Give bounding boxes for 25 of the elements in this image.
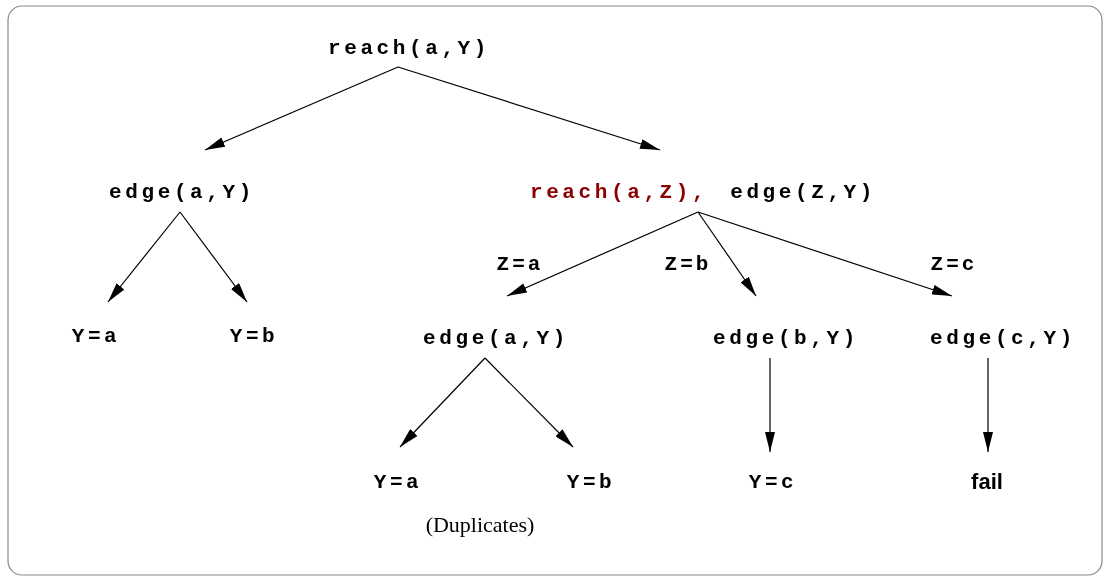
note-text: (Duplicates) [425, 512, 535, 538]
arrow [484, 357, 574, 448]
arrow [506, 211, 699, 297]
result-text: fail [971, 469, 1003, 495]
goal-text: Y=a [373, 470, 423, 494]
arrow [983, 357, 993, 453]
arrow [765, 357, 775, 453]
goal-text: Y=a [71, 324, 121, 348]
arrow [397, 66, 661, 151]
goal-text: edge(c,Y) [930, 326, 1076, 350]
goal-text: edge(b,Y) [713, 326, 859, 350]
goal-text: Y=c [748, 470, 798, 494]
goal-text: reach(a,Z), [529, 180, 709, 204]
arrow [697, 211, 953, 297]
goal-text: edge(Z,Y) [730, 180, 877, 204]
goal-text: edge(a,Y) [423, 326, 569, 350]
goal-text: reach(a,Y) [328, 36, 490, 60]
goal-text: Y=b [229, 324, 279, 348]
arrow [399, 357, 486, 448]
goal-text: Y=b [566, 470, 616, 494]
arrow [697, 211, 757, 297]
arrow [179, 211, 248, 303]
arrow [204, 66, 399, 151]
goal-text: edge(a,Y) [109, 180, 255, 204]
arrow [107, 211, 181, 303]
